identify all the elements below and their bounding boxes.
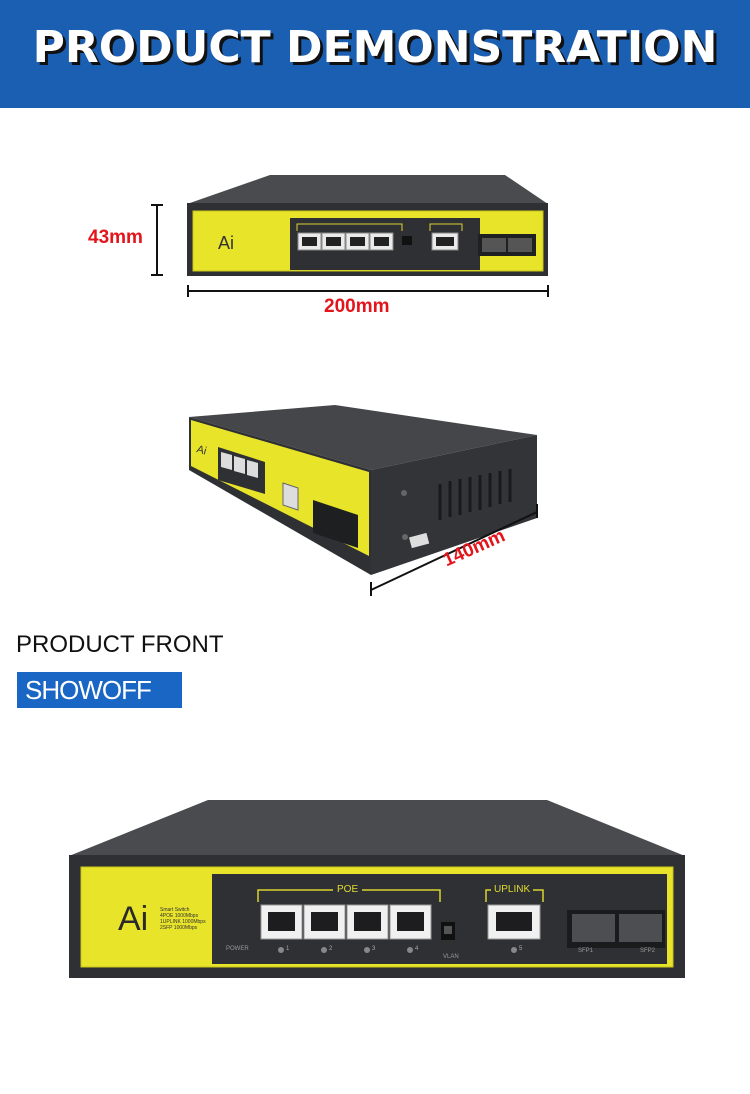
device-logo: Ai (118, 900, 149, 938)
power-label: POWER (226, 946, 249, 952)
svg-text:Ai: Ai (195, 443, 208, 457)
width-dimension-label: 200mm (324, 296, 390, 317)
port-number-3: 3 (372, 946, 376, 952)
header-banner: PRODUCT DEMONSTRATION (0, 0, 750, 108)
port-number-2: 2 (329, 946, 333, 952)
spec-line: 4POE 1000Mbps (160, 913, 199, 919)
page-title: PRODUCT DEMONSTRATION (32, 22, 718, 73)
logo-small: Ai (218, 233, 234, 253)
poe-label: POE (333, 884, 363, 895)
port-number-1: 1 (286, 946, 290, 952)
spec-line: 1UPLINK 1000Mbps (160, 919, 206, 925)
spec-line: Smart Switch (160, 907, 190, 913)
section-tag-label: SHOWOFF (25, 675, 152, 705)
height-dimension-label: 43mm (88, 227, 143, 248)
section-tag: SHOWOFF (17, 672, 182, 708)
vlan-label: VLAN (443, 954, 459, 960)
device-spec-lines: Smart Switch 4POE 1000Mbps 1UPLINK 1000M… (160, 907, 206, 931)
sfp1-label: SFP1 (578, 948, 594, 954)
uplink-label: UPLINK (491, 884, 534, 895)
spec-line: 2SFP 1000Mbps (160, 925, 198, 931)
sfp2-label: SFP2 (640, 948, 656, 954)
section-title: PRODUCT FRONT (16, 631, 224, 658)
port-number-5: 5 (519, 946, 523, 952)
port-number-4: 4 (415, 946, 419, 952)
